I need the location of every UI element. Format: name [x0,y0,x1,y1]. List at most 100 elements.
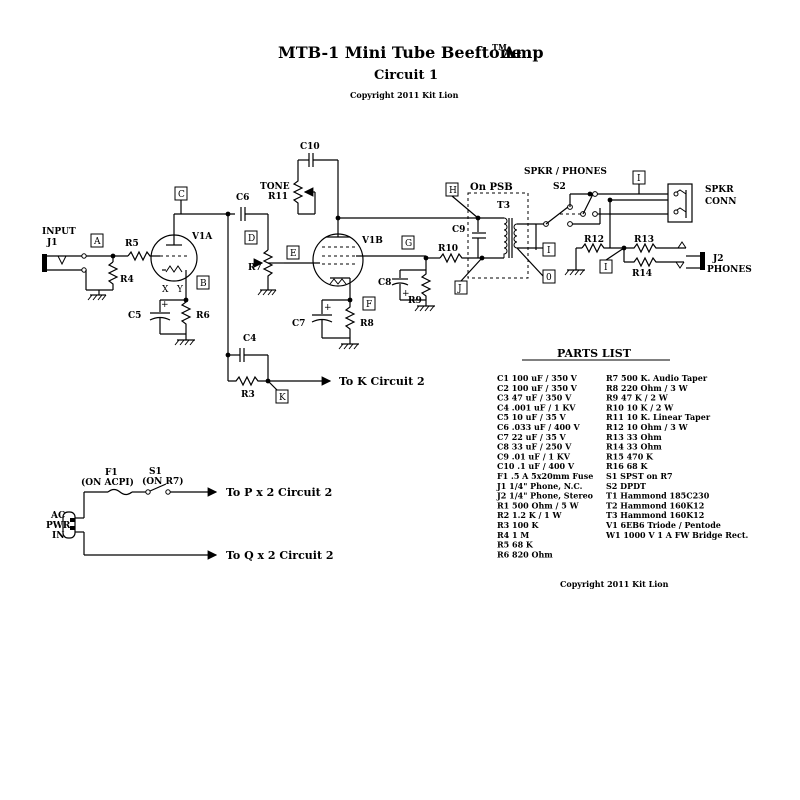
j2-label: J2 [712,254,724,264]
resistor-r8 [344,300,356,338]
heater-x-label: X [162,285,169,295]
parts-list-item: R6 820 Ohm [497,549,553,559]
test-point-f: F [362,296,376,311]
ac-label: AC [50,511,65,521]
svg-text:I: I [547,246,551,256]
svg-text:I: I [637,174,641,184]
parts-list-item: R2 1.2 K / 1 W [497,510,563,520]
parts-list-item: T1 Hammond 185C230 [606,491,710,501]
c6-label: C6 [236,193,249,203]
test-point-i-transformer: I [542,242,556,257]
conn-label: CONN [705,197,736,207]
capacitor-c10 [308,153,338,167]
s1-location: (ON R7) [142,476,183,487]
parts-list-item: C5 10 uF / 35 V [497,412,567,422]
parts-list-item: C2 100 uF / 350 V [497,383,578,393]
resistor-r6 [180,300,192,334]
r7-label: R7 [248,263,262,273]
capacitor-c8 [391,278,409,300]
svg-text:J: J [457,284,462,294]
resistor-r12 [581,242,624,254]
f1-location: (ON ACPI) [81,477,134,488]
c10-label: C10 [300,142,320,152]
parts-list-item: C10 .1 uF / 400 V [497,461,575,471]
spkr-label: SPKR [705,185,734,195]
parts-list-item: T3 Hammond 160K12 [606,510,704,520]
parts-list-item: J1 1/4" Phone, N.C. [496,481,583,491]
parts-list-item: R14 33 Ohm [606,442,662,452]
input-jack-j1 [42,253,87,273]
ground-r7 [257,289,277,296]
v1a-label: V1A [191,232,213,242]
svg-text:B: B [200,279,207,289]
trademark: TM [492,42,507,52]
test-point-i-spkr: I [632,170,646,185]
parts-list-item: R13 33 Ohm [606,432,662,442]
parts-list-item: J2 1/4" Phone, Stereo [496,491,594,501]
to-q-label: To Q x 2 Circuit 2 [226,549,334,562]
copyright-bottom: Copyright 2011 Kit Lion [560,579,669,589]
fuse-f1 [107,488,133,496]
tube-v1a [150,214,198,290]
potentiometer-r11 [292,178,304,214]
svg-text:G: G [405,239,412,249]
parts-list-item: R15 470 K [606,451,654,461]
speaker-connector [667,183,693,223]
parts-list-item: R3 100 K [497,520,539,530]
resistor-r9 [420,270,432,300]
pwr-label: PWR [46,521,71,531]
copyright-top: Copyright 2011 Kit Lion [350,90,459,100]
parts-list-item: R4 1 M [497,530,529,540]
parts-list-item: R5 68 K [497,540,534,550]
svg-text:A: A [93,237,101,247]
subtitle: Circuit 1 [374,68,438,83]
resistor-r13 [624,242,686,254]
parts-list-item: R10 10 K / 2 W [606,402,674,412]
resistor-r5 [127,250,160,262]
ground-input [87,290,107,301]
test-point-d: D [244,230,258,245]
r11-label: R11 [268,192,288,202]
phones-jack-j2 [675,241,705,270]
capacitor-c9 [472,232,486,258]
on-psb-label: On PSB [470,182,513,193]
r5-label: R5 [125,239,139,249]
capacitor-c4 [239,348,268,362]
ground-v1b-cathode [338,338,359,350]
test-point-j: J [454,280,468,295]
r10-label: R10 [438,244,458,254]
tube-v1b [312,233,364,287]
capacitor-c7 [311,314,333,338]
r6-label: R6 [196,311,210,321]
parts-list-item: R8 220 Ohm / 3 W [606,383,689,393]
r3-label: R3 [241,390,255,400]
resistor-r4 [107,261,119,290]
c8-label: C8 [378,278,391,288]
svg-text:0: 0 [546,273,552,283]
parts-list-item: W1 1000 V 1 A FW Bridge Rect. [605,530,749,540]
heater-y-label: Y [176,285,184,295]
capacitor-c5 [149,312,171,334]
ground-screen [414,300,435,312]
c8-plus: + [402,289,410,299]
spkr-phones-label: SPKR / PHONES [524,167,607,177]
transformer-t3 [503,217,536,258]
svg-text:C: C [178,190,185,200]
parts-list-item: C8 33 uF / 250 V [497,442,572,452]
c7-label: C7 [292,319,305,329]
c7-plus: + [324,303,332,313]
parts-list-item: C9 .01 uF / 1 KV [497,451,571,461]
c9-label: C9 [452,225,465,235]
test-point-e: E [286,245,300,260]
f1-label: F1 [105,468,118,478]
test-point-h: H [445,182,459,197]
parts-list-item: T2 Hammond 160K12 [606,500,704,510]
t3-label: T3 [497,201,510,211]
in-label: IN [52,531,64,541]
test-point-k: K [275,389,289,404]
r14-label: R14 [632,269,652,279]
resistor-r10 [439,252,482,264]
r12-label: R12 [584,235,604,245]
